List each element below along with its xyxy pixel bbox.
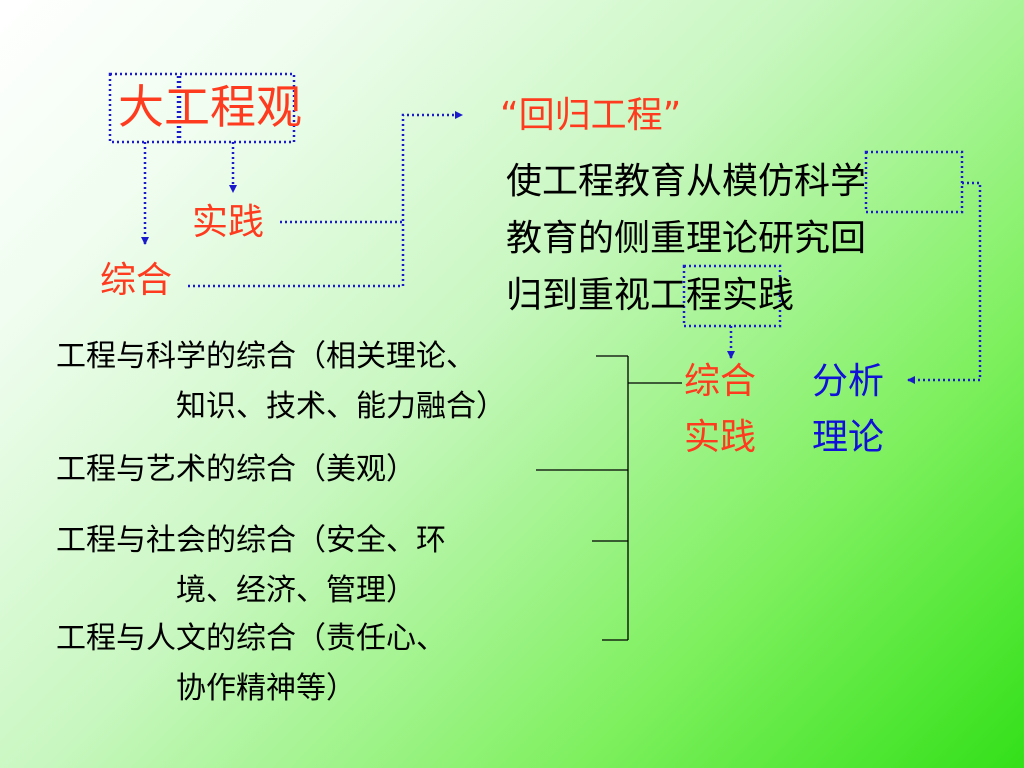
- item-society-line1: 工程与社会的综合（安全、环: [56, 523, 446, 558]
- gongcheng-text-highlight-box: [682, 264, 782, 328]
- term-kexue: 科学: [794, 161, 867, 202]
- item-humanities-line2: 协作精神等）: [176, 671, 356, 706]
- return-line-3: 归到重视工程实践: [506, 275, 795, 316]
- gongcheng-highlight-box: [178, 72, 296, 144]
- zonghe-connector: [188, 111, 463, 288]
- title-da: 大: [118, 80, 164, 134]
- items-bracket: [536, 355, 682, 641]
- kexue-highlight-box: [864, 150, 964, 214]
- return-heading: “回归工程”: [500, 95, 682, 136]
- node-shijian: 实践: [192, 202, 265, 243]
- title-da-gongcheng-guan: 大工程观: [118, 84, 302, 130]
- pair-fenxi: 分析: [812, 361, 885, 402]
- kexue-connector: [907, 181, 982, 384]
- pair-shijian: 实践: [684, 417, 757, 458]
- item-science-line1: 工程与科学的综合（相关理论、: [56, 339, 476, 374]
- node-zonghe: 综合: [100, 260, 173, 301]
- title-guan: 观: [256, 80, 302, 134]
- pair-zonghe: 综合: [684, 361, 757, 402]
- item-art-line1: 工程与艺术的综合（美观）: [56, 452, 416, 487]
- title-gongcheng: 工程: [164, 80, 256, 134]
- item-society-line2: 境、经济、管理）: [176, 573, 416, 608]
- item-humanities-line1: 工程与人文的综合（责任心、: [56, 621, 446, 656]
- term-gongcheng: 工程: [650, 275, 723, 316]
- pair-lilun: 理论: [812, 417, 885, 458]
- return-line-1: 使工程教育从模仿科学: [506, 161, 867, 202]
- return-line-2: 教育的侧重理论研究回: [506, 218, 867, 259]
- item-science-line2: 知识、技术、能力融合）: [176, 389, 506, 424]
